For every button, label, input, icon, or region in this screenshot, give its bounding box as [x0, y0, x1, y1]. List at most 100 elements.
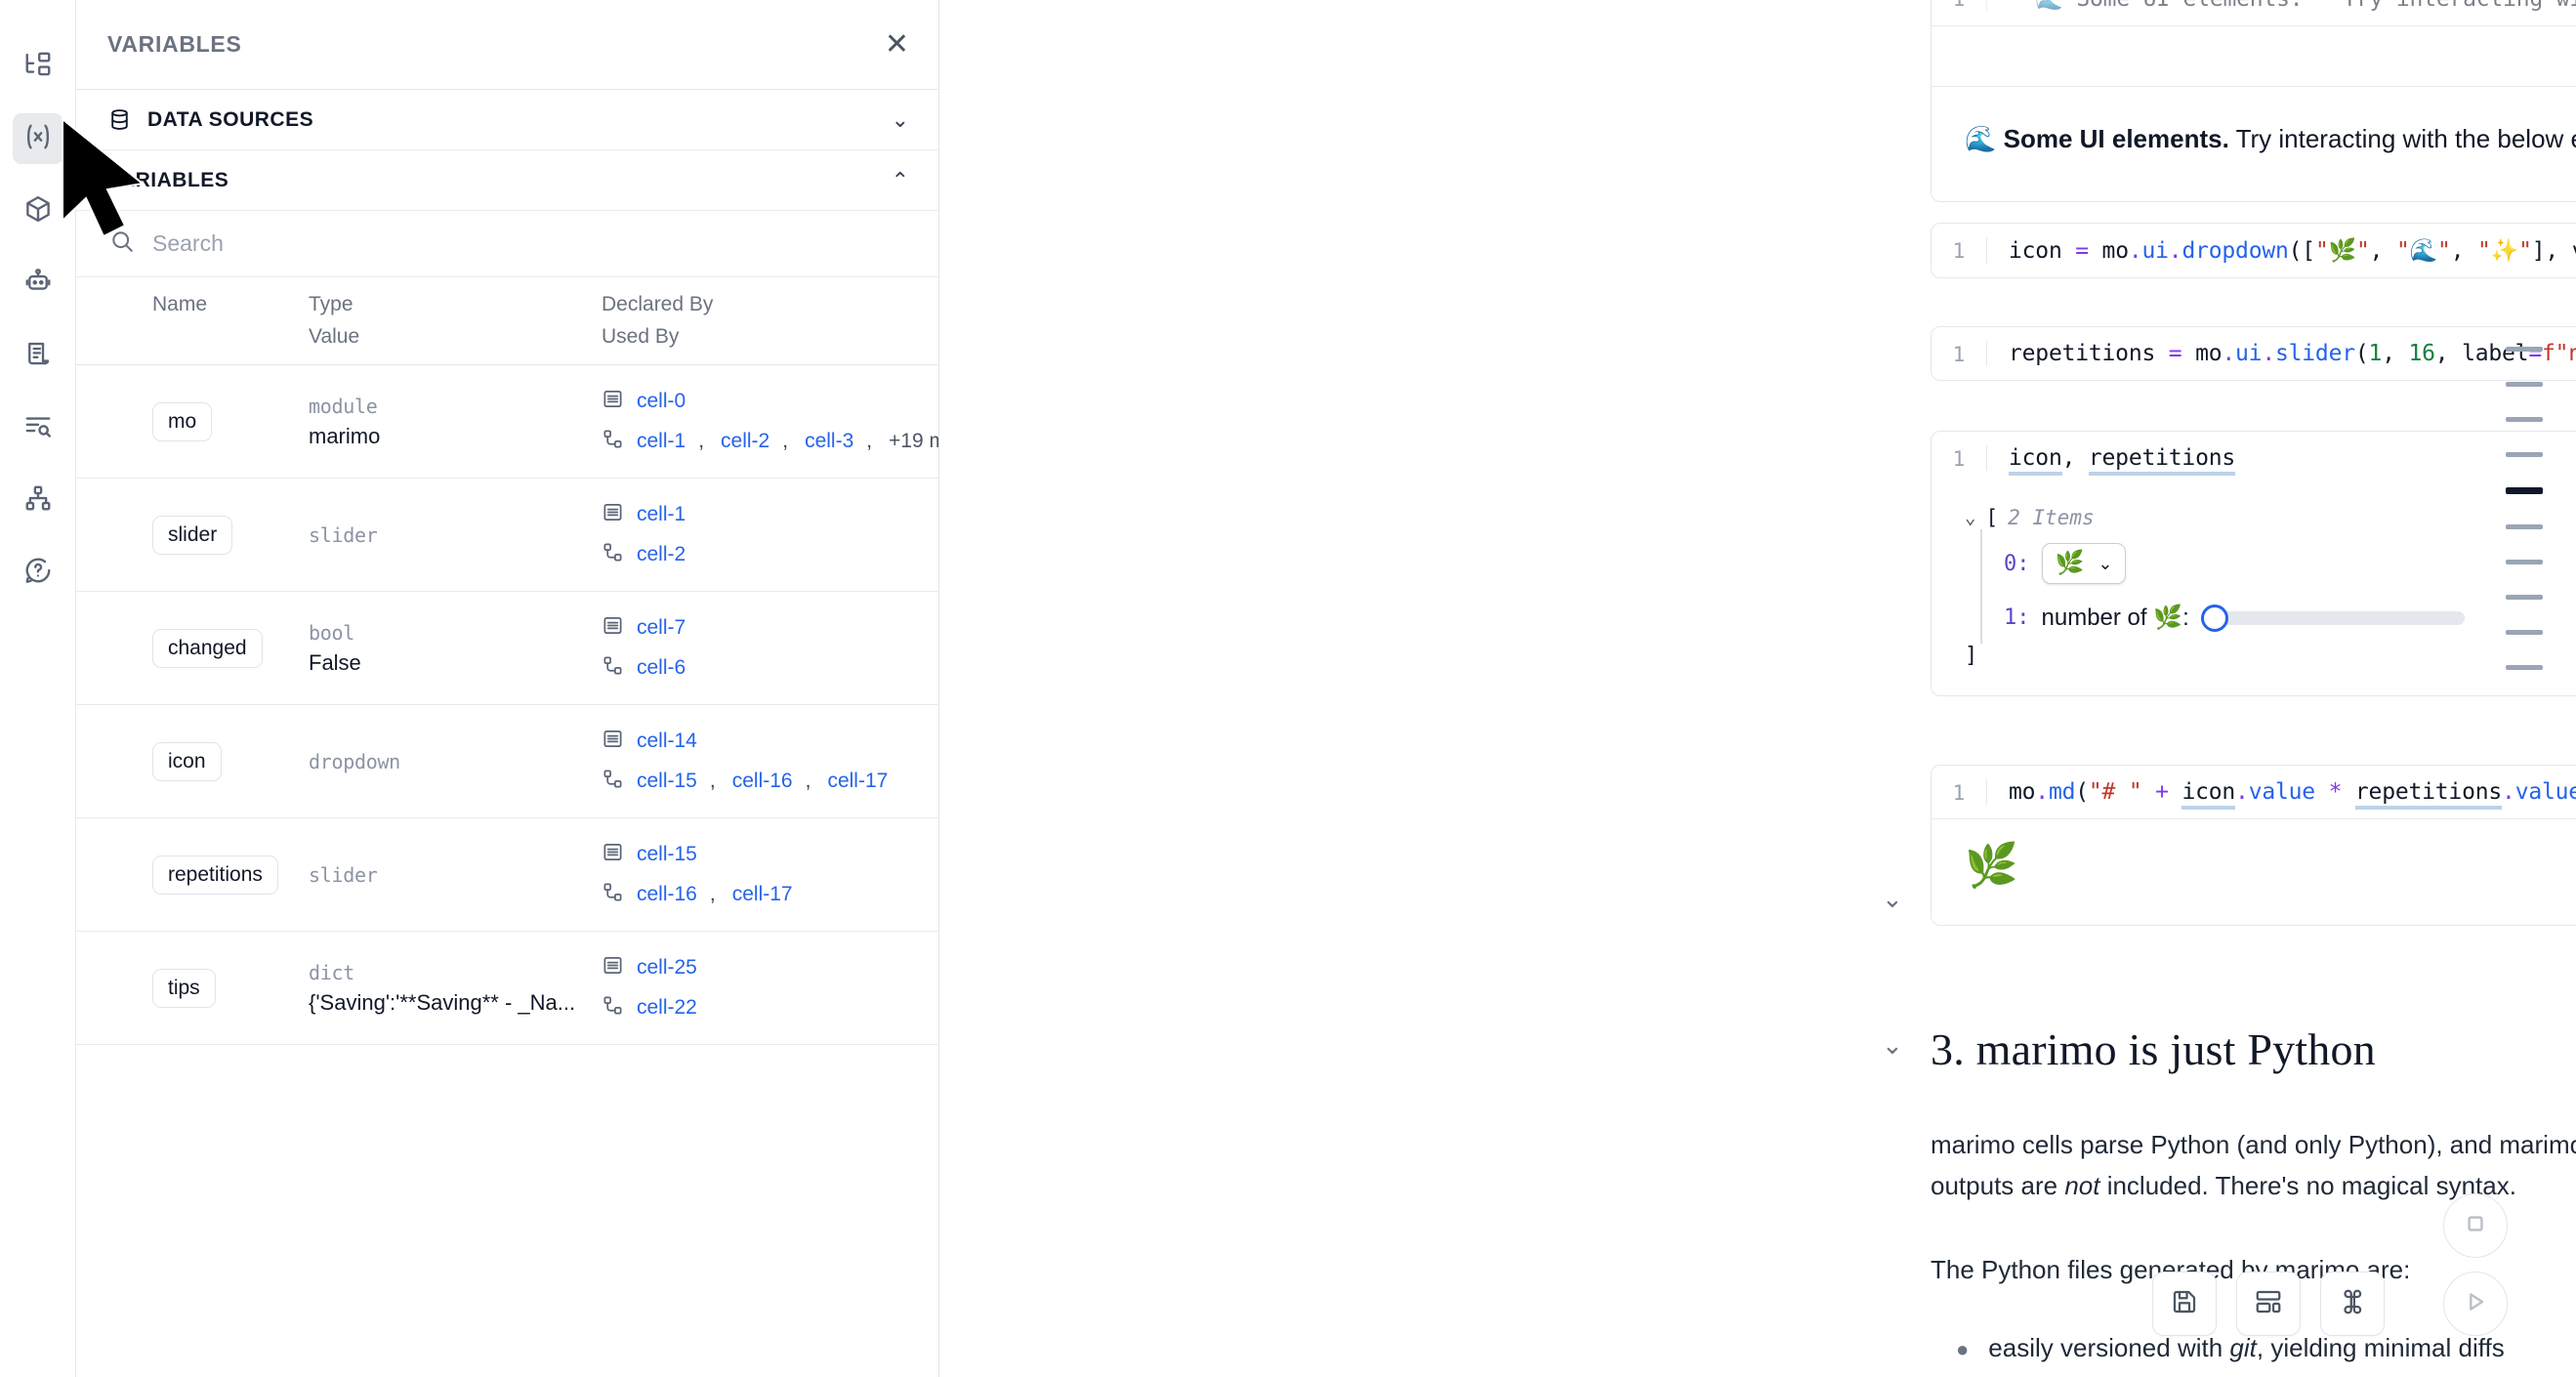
table-row[interactable]: icon dropdown cell-14 cell-15, cell-16, …: [76, 705, 938, 818]
table-row[interactable]: changed bool False cell-7 cell-6: [76, 592, 938, 705]
cell-link[interactable]: cell-2: [637, 543, 686, 565]
code-text[interactable]: ""🌊 Some UI elements."" Try interacting …: [1986, 0, 2576, 12]
table-row[interactable]: tips dict {'Saving':'**Saving** - _Na...…: [76, 932, 938, 1045]
cell-link[interactable]: cell-14: [637, 730, 697, 752]
rail-item-ai-assistant[interactable]: [13, 258, 63, 309]
notebook-cell-md-render[interactable]: 1 mo.md("# " + icon.value * repetitions.…: [1931, 765, 2576, 926]
cell-link[interactable]: cell-3: [805, 430, 854, 452]
dependency-link-icon: [602, 994, 624, 1022]
minimap-bar[interactable]: [2506, 417, 2543, 422]
chevron-up-icon[interactable]: ⌃: [891, 167, 909, 192]
cell-link[interactable]: cell-15: [637, 843, 697, 865]
rail-item-scratchpad[interactable]: [13, 330, 63, 381]
run-all-button[interactable]: [2443, 1272, 2508, 1336]
rail-item-logs[interactable]: [13, 402, 63, 453]
slider-track[interactable]: [2220, 610, 2465, 625]
code-text[interactable]: icon, repetitions: [1986, 445, 2576, 476]
variable-type: dict: [309, 960, 354, 984]
interrupt-button[interactable]: [2443, 1193, 2508, 1258]
question-chat-icon: [23, 556, 53, 590]
cell-link[interactable]: cell-6: [637, 656, 686, 679]
notebook-cell-tuple-output[interactable]: 1 icon, repetitions ⌄ [ 2 Items 0: 🌿: [1931, 431, 2576, 696]
variable-name-chip[interactable]: repetitions: [152, 855, 278, 895]
minimap-bar[interactable]: [2506, 665, 2543, 670]
code-row[interactable]: 1 ""🌊 Some UI elements."" Try interactin…: [1932, 0, 2576, 25]
variable-name-chip[interactable]: icon: [152, 741, 222, 781]
minimap-bar[interactable]: [2506, 452, 2543, 457]
rail-item-variables[interactable]: [12, 113, 63, 164]
variable-name-chip[interactable]: changed: [152, 628, 263, 668]
code-text[interactable]: mo.md("# " + icon.value * repetitions.va…: [1986, 779, 2576, 810]
line-number: 1: [1952, 447, 1966, 471]
code-token: .: [2235, 779, 2249, 805]
rail-item-dependency-graph[interactable]: [13, 475, 63, 525]
code-token: ,: [2061, 445, 2089, 471]
rail-item-packages[interactable]: [13, 186, 63, 236]
variable-name-cell: icon: [152, 741, 309, 781]
section-data-sources[interactable]: DATA SOURCES ⌄: [76, 90, 938, 150]
cell-link[interactable]: cell-1: [637, 430, 686, 452]
cell-link[interactable]: cell-16: [731, 770, 793, 792]
variable-name-chip[interactable]: mo: [152, 401, 213, 441]
rail-item-help[interactable]: [13, 547, 63, 598]
cell-link[interactable]: cell-25: [637, 956, 697, 979]
list-output-header[interactable]: ⌄ [ 2 Items: [1965, 506, 2576, 529]
slider-widget[interactable]: [2200, 604, 2465, 632]
code-token: dropdown: [2181, 238, 2289, 264]
used-by-more-label[interactable]: +19 more: [889, 430, 938, 452]
minimap-bar[interactable]: [2506, 524, 2543, 529]
code-token: ,: [2382, 341, 2409, 366]
command-palette-button[interactable]: [2320, 1272, 2385, 1336]
notebook-minimap[interactable]: [2506, 347, 2543, 670]
table-row[interactable]: repetitions slider cell-15 cell-16, cell…: [76, 818, 938, 932]
slider-handle[interactable]: [2200, 604, 2228, 632]
variable-type: slider: [309, 522, 378, 547]
notebook-cell-markdown-top[interactable]: 1 ""🌊 Some UI elements."" Try interactin…: [1931, 0, 2576, 202]
notebook-cell-repetitions-slider[interactable]: 1 repetitions = mo.ui.slider(1, 16, labe…: [1931, 326, 2576, 381]
code-text[interactable]: icon = mo.ui.dropdown(["🌿", "🌊", "✨"], v…: [1986, 237, 2576, 264]
save-notebook-button[interactable]: [2152, 1272, 2217, 1336]
code-token: ,: [2450, 238, 2477, 264]
table-row[interactable]: slider slider cell-1 cell-2: [76, 479, 938, 592]
cell-link[interactable]: cell-15: [637, 770, 697, 792]
cell-collapse-caret[interactable]: ⌄: [1882, 884, 1903, 913]
chevron-down-icon: ⌄: [2098, 553, 2113, 573]
variable-type-value-cell: dict {'Saving':'**Saving** - _Na...: [309, 961, 602, 1016]
section-paragraph-1: marimo cells parse Python (and only Pyth…: [1931, 1124, 2576, 1206]
page-title: 3. marimo is just Python: [1931, 1024, 2376, 1074]
code-row[interactable]: 1 icon, repetitions: [1932, 432, 2576, 484]
rail-item-file-explorer[interactable]: [13, 41, 63, 92]
minimap-bar[interactable]: [2506, 382, 2543, 387]
cell-link[interactable]: cell-22: [637, 996, 697, 1019]
minimap-bar-active[interactable]: [2506, 487, 2543, 494]
layout-button[interactable]: [2236, 1272, 2301, 1336]
table-row[interactable]: mo module marimo cell-0 cell-1, cell-2, …: [76, 365, 938, 479]
minimap-bar[interactable]: [2506, 560, 2543, 564]
section-collapse-caret[interactable]: ⌄: [1882, 1030, 1903, 1060]
cell-link[interactable]: cell-0: [637, 390, 686, 412]
cell-link[interactable]: cell-7: [637, 616, 686, 639]
variable-name-chip[interactable]: tips: [152, 968, 216, 1008]
minimap-bar[interactable]: [2506, 630, 2543, 635]
code-row[interactable]: 1 icon = mo.ui.dropdown(["🌿", "🌊", "✨"],…: [1932, 224, 2576, 277]
notebook-cell-icon-dropdown[interactable]: 1 icon = mo.ui.dropdown(["🌿", "🌊", "✨"],…: [1931, 223, 2576, 278]
chevron-down-icon[interactable]: ⌄: [891, 106, 909, 132]
cell-link[interactable]: cell-1: [637, 503, 686, 525]
search-input[interactable]: [152, 230, 909, 257]
cell-link[interactable]: cell-17: [731, 883, 793, 905]
code-row[interactable]: 1 repetitions = mo.ui.slider(1, 16, labe…: [1932, 327, 2576, 380]
code-token: repetitions: [2354, 779, 2502, 810]
column-header-value: Value: [309, 325, 360, 348]
code-text[interactable]: repetitions = mo.ui.slider(1, 16, label=…: [1986, 341, 2576, 366]
section-variables[interactable]: VARIABLES ⌃: [76, 150, 938, 211]
cell-link[interactable]: cell-16: [637, 883, 697, 905]
cell-link[interactable]: cell-17: [827, 770, 889, 792]
chevron-down-icon[interactable]: ⌄: [1965, 507, 1976, 528]
minimap-bar[interactable]: [2506, 347, 2543, 352]
code-row[interactable]: 1 mo.md("# " + icon.value * repetitions.…: [1932, 766, 2576, 818]
panel-close-button[interactable]: ✕: [884, 27, 909, 61]
variable-name-chip[interactable]: slider: [152, 515, 233, 555]
minimap-bar[interactable]: [2506, 595, 2543, 600]
dropdown-widget[interactable]: 🌿 ⌄: [2041, 543, 2127, 584]
cell-link[interactable]: cell-2: [721, 430, 770, 452]
